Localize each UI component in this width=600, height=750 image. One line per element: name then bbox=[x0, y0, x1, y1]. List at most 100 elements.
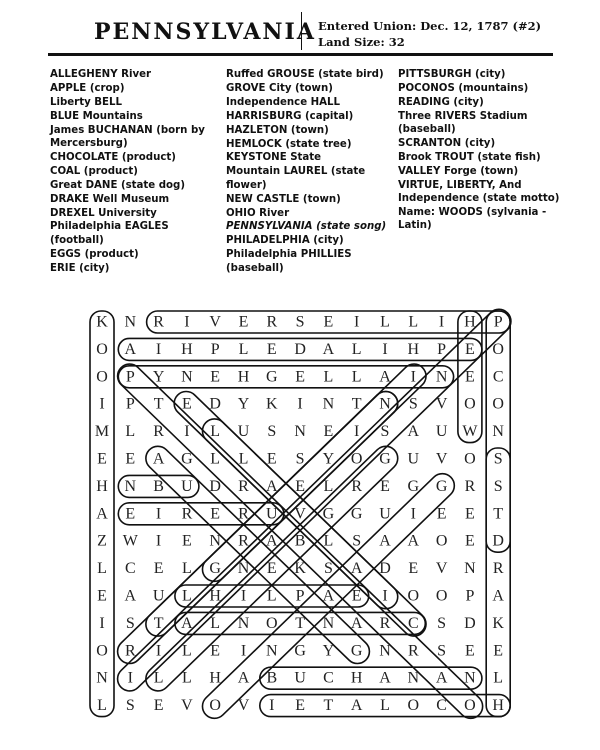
grid-letter: I bbox=[184, 314, 189, 331]
grid-letter: I bbox=[439, 314, 444, 331]
grid-letter: S bbox=[437, 615, 446, 632]
grid-letter: L bbox=[493, 670, 503, 687]
word-circle bbox=[145, 445, 399, 692]
grid-letter: K bbox=[294, 560, 306, 577]
grid-letter: Y bbox=[323, 451, 335, 468]
grid-letter: E bbox=[295, 368, 305, 385]
grid-letter: L bbox=[239, 451, 249, 468]
grid-letter: N bbox=[379, 396, 391, 413]
word-list-item: Liberty BELL bbox=[50, 96, 122, 108]
grid-letter: Y bbox=[153, 368, 165, 385]
word-circle bbox=[201, 390, 399, 583]
grid-letter: N bbox=[125, 478, 137, 495]
grid-letter: E bbox=[125, 451, 135, 468]
grid-letter: S bbox=[324, 560, 333, 577]
grid-letter: E bbox=[465, 341, 475, 358]
grid-letter: V bbox=[436, 560, 448, 577]
word-list-item: KEYSTONE State bbox=[226, 152, 322, 164]
grid-letter: I bbox=[382, 588, 387, 605]
grid-letter: T bbox=[154, 615, 164, 632]
word-circle bbox=[201, 472, 456, 720]
grid-letter: H bbox=[209, 670, 221, 687]
grid-letter: I bbox=[269, 697, 274, 714]
grid-letter: A bbox=[153, 451, 165, 468]
grid-letter: D bbox=[464, 615, 476, 632]
grid-letter: R bbox=[238, 478, 249, 495]
grid-letter: A bbox=[492, 588, 504, 605]
grid-letter: L bbox=[239, 341, 249, 358]
word-list-item: DRAKE Well Museum bbox=[50, 193, 170, 205]
word-list-item: Name: WOODS (sylvania - Latin) bbox=[398, 207, 547, 232]
grid-letter: H bbox=[209, 588, 221, 605]
grid-letter: G bbox=[351, 505, 363, 522]
grid-letter: P bbox=[126, 368, 135, 385]
grid-letter: P bbox=[437, 341, 446, 358]
grid-letter: R bbox=[408, 642, 419, 659]
grid-letter: C bbox=[125, 560, 136, 577]
grid-letter: L bbox=[267, 588, 277, 605]
grid-letter: A bbox=[181, 615, 193, 632]
grid-letter: R bbox=[238, 505, 249, 522]
grid-letter: N bbox=[266, 642, 278, 659]
grid-letter: O bbox=[96, 368, 108, 385]
grid-letter: P bbox=[296, 588, 305, 605]
grid-letter: Y bbox=[323, 642, 335, 659]
grid-letter: I bbox=[156, 341, 161, 358]
state-facts: Entered Union: Dec. 12, 1787 (#2) Land S… bbox=[318, 18, 541, 50]
grid-letter: O bbox=[464, 451, 476, 468]
word-list-item: EGGS (product) bbox=[50, 248, 139, 260]
grid-letter: G bbox=[266, 368, 278, 385]
grid-letter: A bbox=[266, 533, 278, 550]
grid-letter: U bbox=[379, 505, 391, 522]
grid-letter: A bbox=[379, 670, 391, 687]
grid-letter: L bbox=[154, 670, 164, 687]
grid-letter: E bbox=[154, 697, 164, 714]
grid-letter: E bbox=[239, 314, 249, 331]
grid-letter: N bbox=[96, 670, 108, 687]
grid-letter: E bbox=[324, 314, 334, 331]
grid-letter: O bbox=[492, 341, 504, 358]
grid-letter: V bbox=[238, 697, 250, 714]
grid-letter: K bbox=[266, 396, 278, 413]
grid-letter: H bbox=[238, 368, 250, 385]
grid-letter: O bbox=[96, 642, 108, 659]
grid-letter: N bbox=[408, 670, 420, 687]
grid-letter: L bbox=[210, 451, 220, 468]
grid-letter: D bbox=[209, 396, 221, 413]
grid-letter: G bbox=[181, 451, 193, 468]
word-list-item: Philadelphia PHILLIES (baseball) bbox=[226, 249, 352, 274]
grid-letter: I bbox=[99, 396, 104, 413]
grid-letter: L bbox=[352, 341, 362, 358]
word-list-item: VALLEY Forge (town) bbox=[398, 165, 519, 177]
grid-letter: V bbox=[436, 451, 448, 468]
grid-letter: S bbox=[352, 533, 361, 550]
grid-letter: E bbox=[210, 642, 220, 659]
word-list-column-2: Ruffed GROUSE (state bird)GROVE City (to… bbox=[226, 68, 391, 276]
grid-letter: N bbox=[294, 423, 306, 440]
grid-letter: K bbox=[492, 615, 504, 632]
word-list-item: SCRANTON (city) bbox=[398, 138, 496, 150]
grid-letter: U bbox=[181, 478, 193, 495]
grid-letter: U bbox=[436, 423, 448, 440]
word-list-item: BLUE Mountains bbox=[50, 110, 143, 122]
grid-letter: T bbox=[324, 697, 334, 714]
grid-letter: T bbox=[493, 505, 503, 522]
grid-letter: V bbox=[181, 697, 193, 714]
grid-letter: L bbox=[408, 314, 418, 331]
grid-letter: S bbox=[126, 615, 135, 632]
grid-letter: N bbox=[323, 396, 335, 413]
word-list-item: Ruffed GROUSE (state bird) bbox=[226, 69, 384, 80]
grid-letter: I bbox=[156, 642, 161, 659]
grid-letter: I bbox=[297, 396, 302, 413]
grid-letter: G bbox=[379, 451, 391, 468]
grid-letter: E bbox=[408, 560, 418, 577]
word-list-item: HEMLOCK (state tree) bbox=[226, 138, 352, 150]
grid-letter: N bbox=[238, 560, 250, 577]
grid-letter: A bbox=[408, 533, 420, 550]
grid-letter: R bbox=[266, 314, 277, 331]
header-rule bbox=[48, 53, 553, 56]
grid-letter: L bbox=[380, 697, 390, 714]
header-divider bbox=[301, 12, 302, 50]
grid-letter: E bbox=[182, 396, 192, 413]
grid-letter: A bbox=[408, 423, 420, 440]
